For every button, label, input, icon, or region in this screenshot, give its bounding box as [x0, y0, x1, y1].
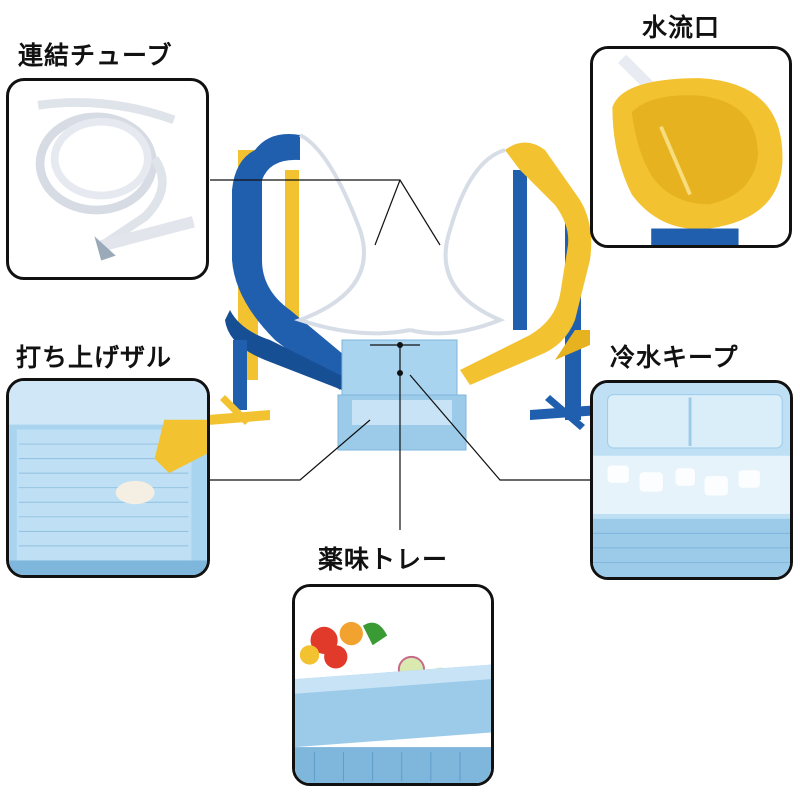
spout-image — [593, 49, 789, 245]
colander-image — [9, 381, 207, 575]
label-water-spout: 水流口 — [642, 13, 721, 42]
inset-cold-water-keep — [590, 380, 793, 580]
yellow-slide — [460, 142, 600, 430]
tube-right — [409, 148, 506, 336]
label-condiment-tray: 薬味トレー — [318, 545, 449, 574]
base-box — [337, 339, 467, 451]
tube-left — [294, 133, 411, 336]
inset-condiment-tray — [292, 584, 494, 786]
tube-image — [35, 98, 195, 261]
leader-lines — [210, 179, 595, 530]
inset-lifting-colander — [6, 378, 210, 578]
label-lifting-colander: 打ち上げザル — [16, 343, 173, 372]
label-connecting-tube: 連結チューブ — [18, 41, 173, 70]
cool-keep-image — [593, 383, 790, 577]
inset-connecting-tube — [6, 78, 209, 280]
blue-slide — [208, 134, 355, 425]
tray-image — [295, 587, 491, 783]
inset-water-spout — [590, 46, 792, 248]
label-cold-water-keep: 冷水キープ — [610, 343, 739, 372]
